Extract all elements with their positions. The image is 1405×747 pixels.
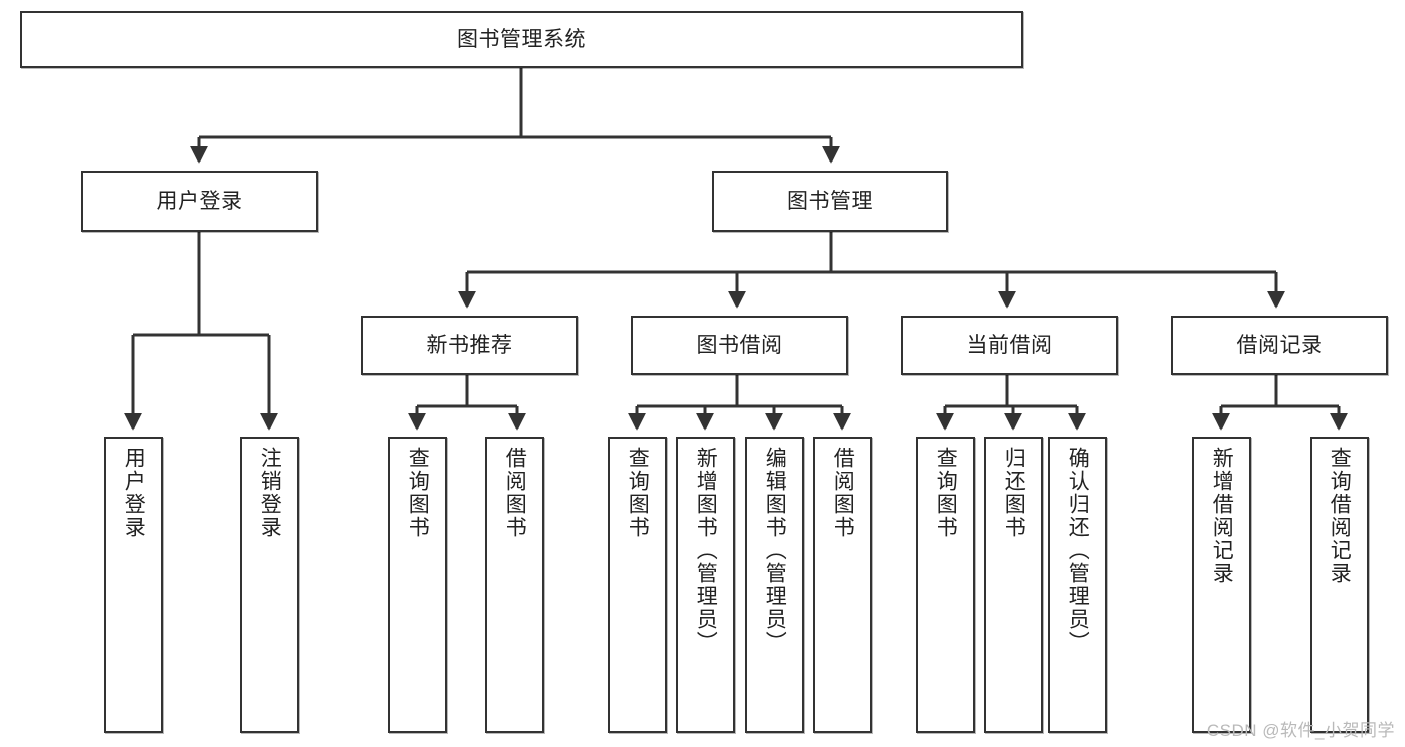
node-label: 新增借阅记录 xyxy=(1210,447,1234,585)
node-label: 确认归还（管理员） xyxy=(1066,447,1090,654)
leaf-query-book-borrow[interactable]: 查询图书 xyxy=(608,437,667,733)
node-label: 借阅图书 xyxy=(503,447,527,539)
node-label: 编辑图书（管理员） xyxy=(763,447,787,654)
node-book-manage[interactable]: 图书管理 xyxy=(712,171,948,232)
leaf-add-book[interactable]: 新增图书（管理员） xyxy=(676,437,735,733)
node-book-management-system[interactable]: 图书管理系统 xyxy=(20,11,1023,68)
node-current-borrow[interactable]: 当前借阅 xyxy=(901,316,1118,375)
leaf-user-login[interactable]: 用户登录 xyxy=(104,437,163,733)
node-label: 图书管理系统 xyxy=(457,28,586,51)
node-book-borrow[interactable]: 图书借阅 xyxy=(631,316,848,375)
node-label: 新增图书（管理员） xyxy=(694,447,718,654)
leaf-logout-login[interactable]: 注销登录 xyxy=(240,437,299,733)
leaf-query-book-recommend[interactable]: 查询图书 xyxy=(388,437,447,733)
node-new-book-recommend[interactable]: 新书推荐 xyxy=(361,316,578,375)
leaf-add-borrow-record[interactable]: 新增借阅记录 xyxy=(1192,437,1251,733)
node-label: 用户登录 xyxy=(156,190,243,213)
node-label: 查询图书 xyxy=(406,447,430,539)
leaf-borrow-book-recommend[interactable]: 借阅图书 xyxy=(485,437,544,733)
leaf-query-book-current[interactable]: 查询图书 xyxy=(916,437,975,733)
node-borrow-record[interactable]: 借阅记录 xyxy=(1171,316,1388,375)
leaf-borrow-book[interactable]: 借阅图书 xyxy=(813,437,872,733)
leaf-edit-book[interactable]: 编辑图书（管理员） xyxy=(745,437,804,733)
node-label: 图书管理 xyxy=(787,190,873,213)
leaf-query-borrow-record[interactable]: 查询借阅记录 xyxy=(1310,437,1369,733)
node-user-login[interactable]: 用户登录 xyxy=(81,171,318,232)
node-label: 新书推荐 xyxy=(426,334,513,357)
node-label: 归还图书 xyxy=(1002,447,1026,539)
node-label: 用户登录 xyxy=(122,447,146,539)
node-label: 图书借阅 xyxy=(696,334,783,357)
node-label: 注销登录 xyxy=(258,447,282,539)
leaf-return-book[interactable]: 归还图书 xyxy=(984,437,1043,733)
node-label: 借阅图书 xyxy=(831,447,855,539)
node-label: 查询图书 xyxy=(934,447,958,539)
node-label: 查询借阅记录 xyxy=(1328,447,1352,585)
node-label: 当前借阅 xyxy=(966,334,1053,357)
node-label: 借阅记录 xyxy=(1236,334,1323,357)
leaf-confirm-return[interactable]: 确认归还（管理员） xyxy=(1048,437,1107,733)
node-label: 查询图书 xyxy=(626,447,650,539)
